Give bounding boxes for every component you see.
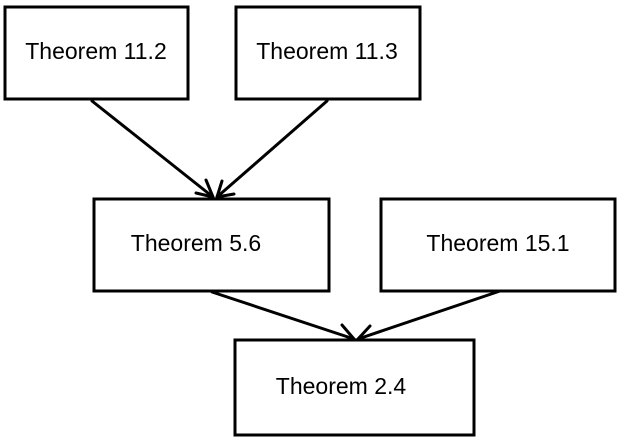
node-box <box>3 5 190 101</box>
arrowhead-thm-11-3-to-thm-5-6 <box>215 179 236 199</box>
node-thm-11-2: Theorem 11.2 <box>3 5 190 101</box>
node-label: Theorem 15.1 <box>426 230 569 256</box>
node-thm-11-3: Theorem 11.3 <box>234 5 422 101</box>
node-label: Theorem 11.2 <box>25 38 166 64</box>
arrowhead-thm-11-2-to-thm-5-6 <box>194 178 215 199</box>
node-label: Theorem 11.3 <box>256 38 397 64</box>
node-box <box>234 5 422 101</box>
node-thm-15-1: Theorem 15.1 <box>379 197 617 293</box>
node-label: Theorem 5.6 <box>131 230 261 256</box>
node-thm-5-6: Theorem 5.6 <box>92 197 331 293</box>
edge-thm-11-3-to-thm-5-6 <box>215 99 329 199</box>
node-box <box>233 338 476 437</box>
node-box <box>379 197 617 293</box>
node-label: Theorem 2.4 <box>276 373 407 399</box>
edge-thm-5-6-to-thm-2-4 <box>210 290 356 341</box>
edge-thm-11-2-to-thm-5-6 <box>90 99 215 199</box>
node-thm-2-4: Theorem 2.4 <box>233 338 476 437</box>
node-box <box>92 197 331 293</box>
edge-thm-15-1-to-thm-2-4 <box>356 289 502 341</box>
